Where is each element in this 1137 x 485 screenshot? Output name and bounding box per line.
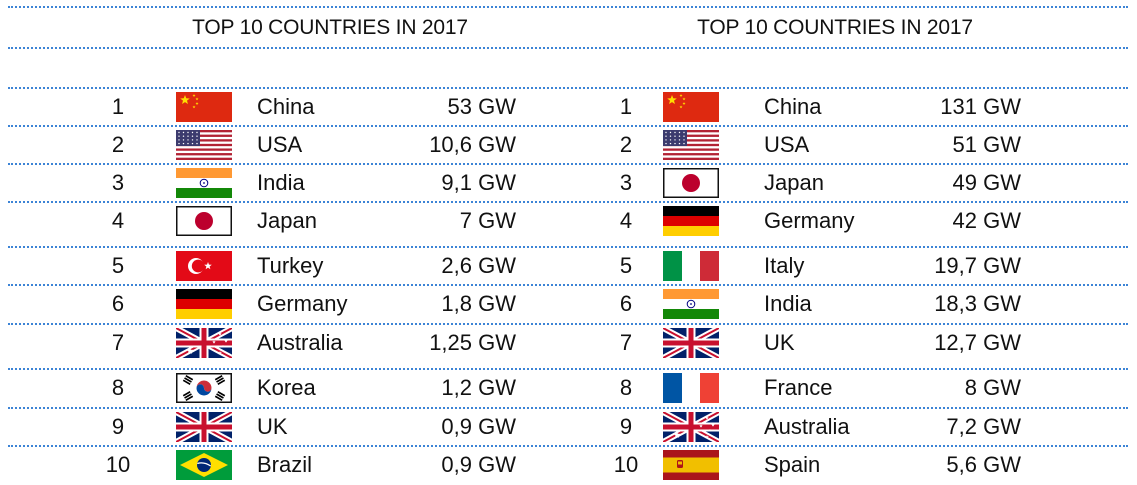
country-name: France: [764, 375, 833, 400]
rank-number: 7: [111, 330, 125, 355]
rank-number: 2: [111, 132, 125, 157]
capacity-value: 7,2 GW: [946, 414, 1021, 439]
country-name: UK: [257, 414, 288, 439]
separator: [8, 284, 1128, 286]
rank-number: 3: [111, 170, 125, 195]
country-name: Germany: [764, 208, 855, 233]
china-flag-icon: [176, 92, 232, 122]
germany-flag-icon: [663, 206, 719, 236]
australia-flag-icon: [176, 328, 232, 358]
country-name: China: [764, 94, 822, 119]
rank-number: 1: [111, 94, 125, 119]
capacity-value: 8 GW: [964, 375, 1021, 400]
country-name: Spain: [764, 452, 821, 477]
australia-flag-icon: [663, 412, 719, 442]
rank-number: 9: [111, 414, 125, 439]
country-name: Germany: [257, 291, 348, 316]
rank-number: 4: [111, 208, 125, 233]
capacity-value: 1,2 GW: [441, 375, 516, 400]
brazil-flag-icon: [176, 450, 232, 480]
separator: [8, 87, 1128, 89]
uk-flag-icon: [663, 328, 719, 358]
table-title-right: TOP 10 COUNTRIES IN 2017: [697, 16, 973, 39]
capacity-value: 42 GW: [952, 208, 1021, 233]
separator: [8, 163, 1128, 165]
separator: [8, 47, 1128, 49]
country-name: India: [257, 170, 305, 195]
table-title-left: TOP 10 COUNTRIES IN 2017: [192, 16, 468, 39]
rank-number: 5: [111, 253, 125, 278]
rank-number: 5: [619, 253, 633, 278]
capacity-value: 1,25 GW: [429, 330, 516, 355]
turkey-flag-icon: [176, 251, 232, 281]
rank-number: 10: [105, 452, 131, 477]
korea-flag-icon: [176, 373, 232, 403]
capacity-value: 1,8 GW: [441, 291, 516, 316]
usa-flag-icon: [176, 130, 232, 160]
rank-number: 1: [619, 94, 633, 119]
country-name: Turkey: [257, 253, 324, 278]
separator: [8, 368, 1128, 370]
country-name: UK: [764, 330, 795, 355]
rank-number: 10: [613, 452, 639, 477]
separator: [8, 6, 1128, 8]
capacity-value: 0,9 GW: [441, 414, 516, 439]
capacity-value: 2,6 GW: [441, 253, 516, 278]
germany-flag-icon: [176, 289, 232, 319]
separator: [8, 445, 1128, 447]
separator: [8, 407, 1128, 409]
japan-flag-icon: [663, 168, 719, 198]
capacity-value: 49 GW: [952, 170, 1021, 195]
usa-flag-icon: [663, 130, 719, 160]
spain-flag-icon: [663, 450, 719, 480]
rank-number: 8: [111, 375, 125, 400]
rank-number: 3: [619, 170, 633, 195]
capacity-value: 19,7 GW: [934, 253, 1021, 278]
rank-number: 7: [619, 330, 633, 355]
capacity-value: 18,3 GW: [934, 291, 1021, 316]
country-name: Brazil: [257, 452, 313, 477]
capacity-value: 12,7 GW: [934, 330, 1021, 355]
france-flag-icon: [663, 373, 719, 403]
capacity-value: 131 GW: [940, 94, 1021, 119]
rank-number: 9: [619, 414, 633, 439]
country-name: Italy: [764, 253, 805, 278]
uk-flag-icon: [176, 412, 232, 442]
capacity-value: 51 GW: [952, 132, 1021, 157]
capacity-value: 53 GW: [447, 94, 516, 119]
rank-number: 4: [619, 208, 633, 233]
capacity-value: 10,6 GW: [429, 132, 516, 157]
country-name: India: [764, 291, 812, 316]
separator: [8, 246, 1128, 248]
country-name: Australia: [257, 330, 343, 355]
rank-number: 6: [619, 291, 633, 316]
china-flag-icon: [663, 92, 719, 122]
separator: [8, 323, 1128, 325]
country-name: China: [257, 94, 315, 119]
rank-number: 8: [619, 375, 633, 400]
separator: [8, 201, 1128, 203]
country-name: USA: [764, 132, 810, 157]
capacity-value: 5,6 GW: [946, 452, 1021, 477]
country-name: Japan: [257, 208, 317, 233]
country-name: Korea: [257, 375, 316, 400]
japan-flag-icon: [176, 206, 232, 236]
country-name: Japan: [764, 170, 824, 195]
separator: [8, 125, 1128, 127]
rank-number: 6: [111, 291, 125, 316]
rank-number: 2: [619, 132, 633, 157]
italy-flag-icon: [663, 251, 719, 281]
india-flag-icon: [176, 168, 232, 198]
capacity-value: 0,9 GW: [441, 452, 516, 477]
capacity-value: 7 GW: [459, 208, 516, 233]
capacity-value: 9,1 GW: [441, 170, 516, 195]
country-name: USA: [257, 132, 303, 157]
country-name: Australia: [764, 414, 850, 439]
india-flag-icon: [663, 289, 719, 319]
